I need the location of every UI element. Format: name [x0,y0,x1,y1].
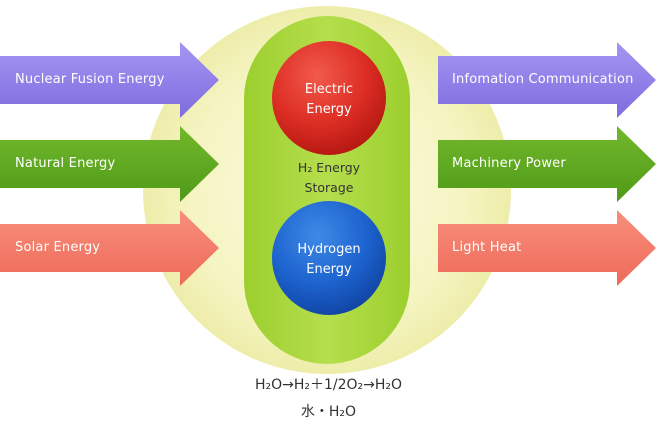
input-label-natural: Natural Energy [15,156,116,171]
electric-energy-label: Electric Energy [304,82,354,117]
arrow-natural [0,126,219,202]
arrow-light-heat [438,210,656,286]
hydrogen-energy-label: Hydrogen Energy [297,242,361,277]
input-label-solar: Solar Energy [15,240,101,255]
output-label-information: Infomation Communication [452,72,634,87]
hydrogen-energy-sphere [272,201,386,315]
electric-energy-sphere [272,41,386,155]
h2-energy-storage-label: H₂ Energy Storage [297,160,361,195]
output-label-machinery: Machinery Power [452,156,566,171]
arrow-information [438,42,656,118]
arrow-machinery [438,126,656,202]
water-label: 水・H₂O [300,404,357,420]
input-label-nuclear: Nuclear Fusion Energy [15,72,165,87]
arrow-solar [0,210,219,286]
reaction-formula: H₂O→H₂＋1/2O₂→H₂O [254,377,403,393]
output-label-light-heat: Light Heat [452,240,522,255]
arrow-nuclear-fusion [0,42,219,118]
